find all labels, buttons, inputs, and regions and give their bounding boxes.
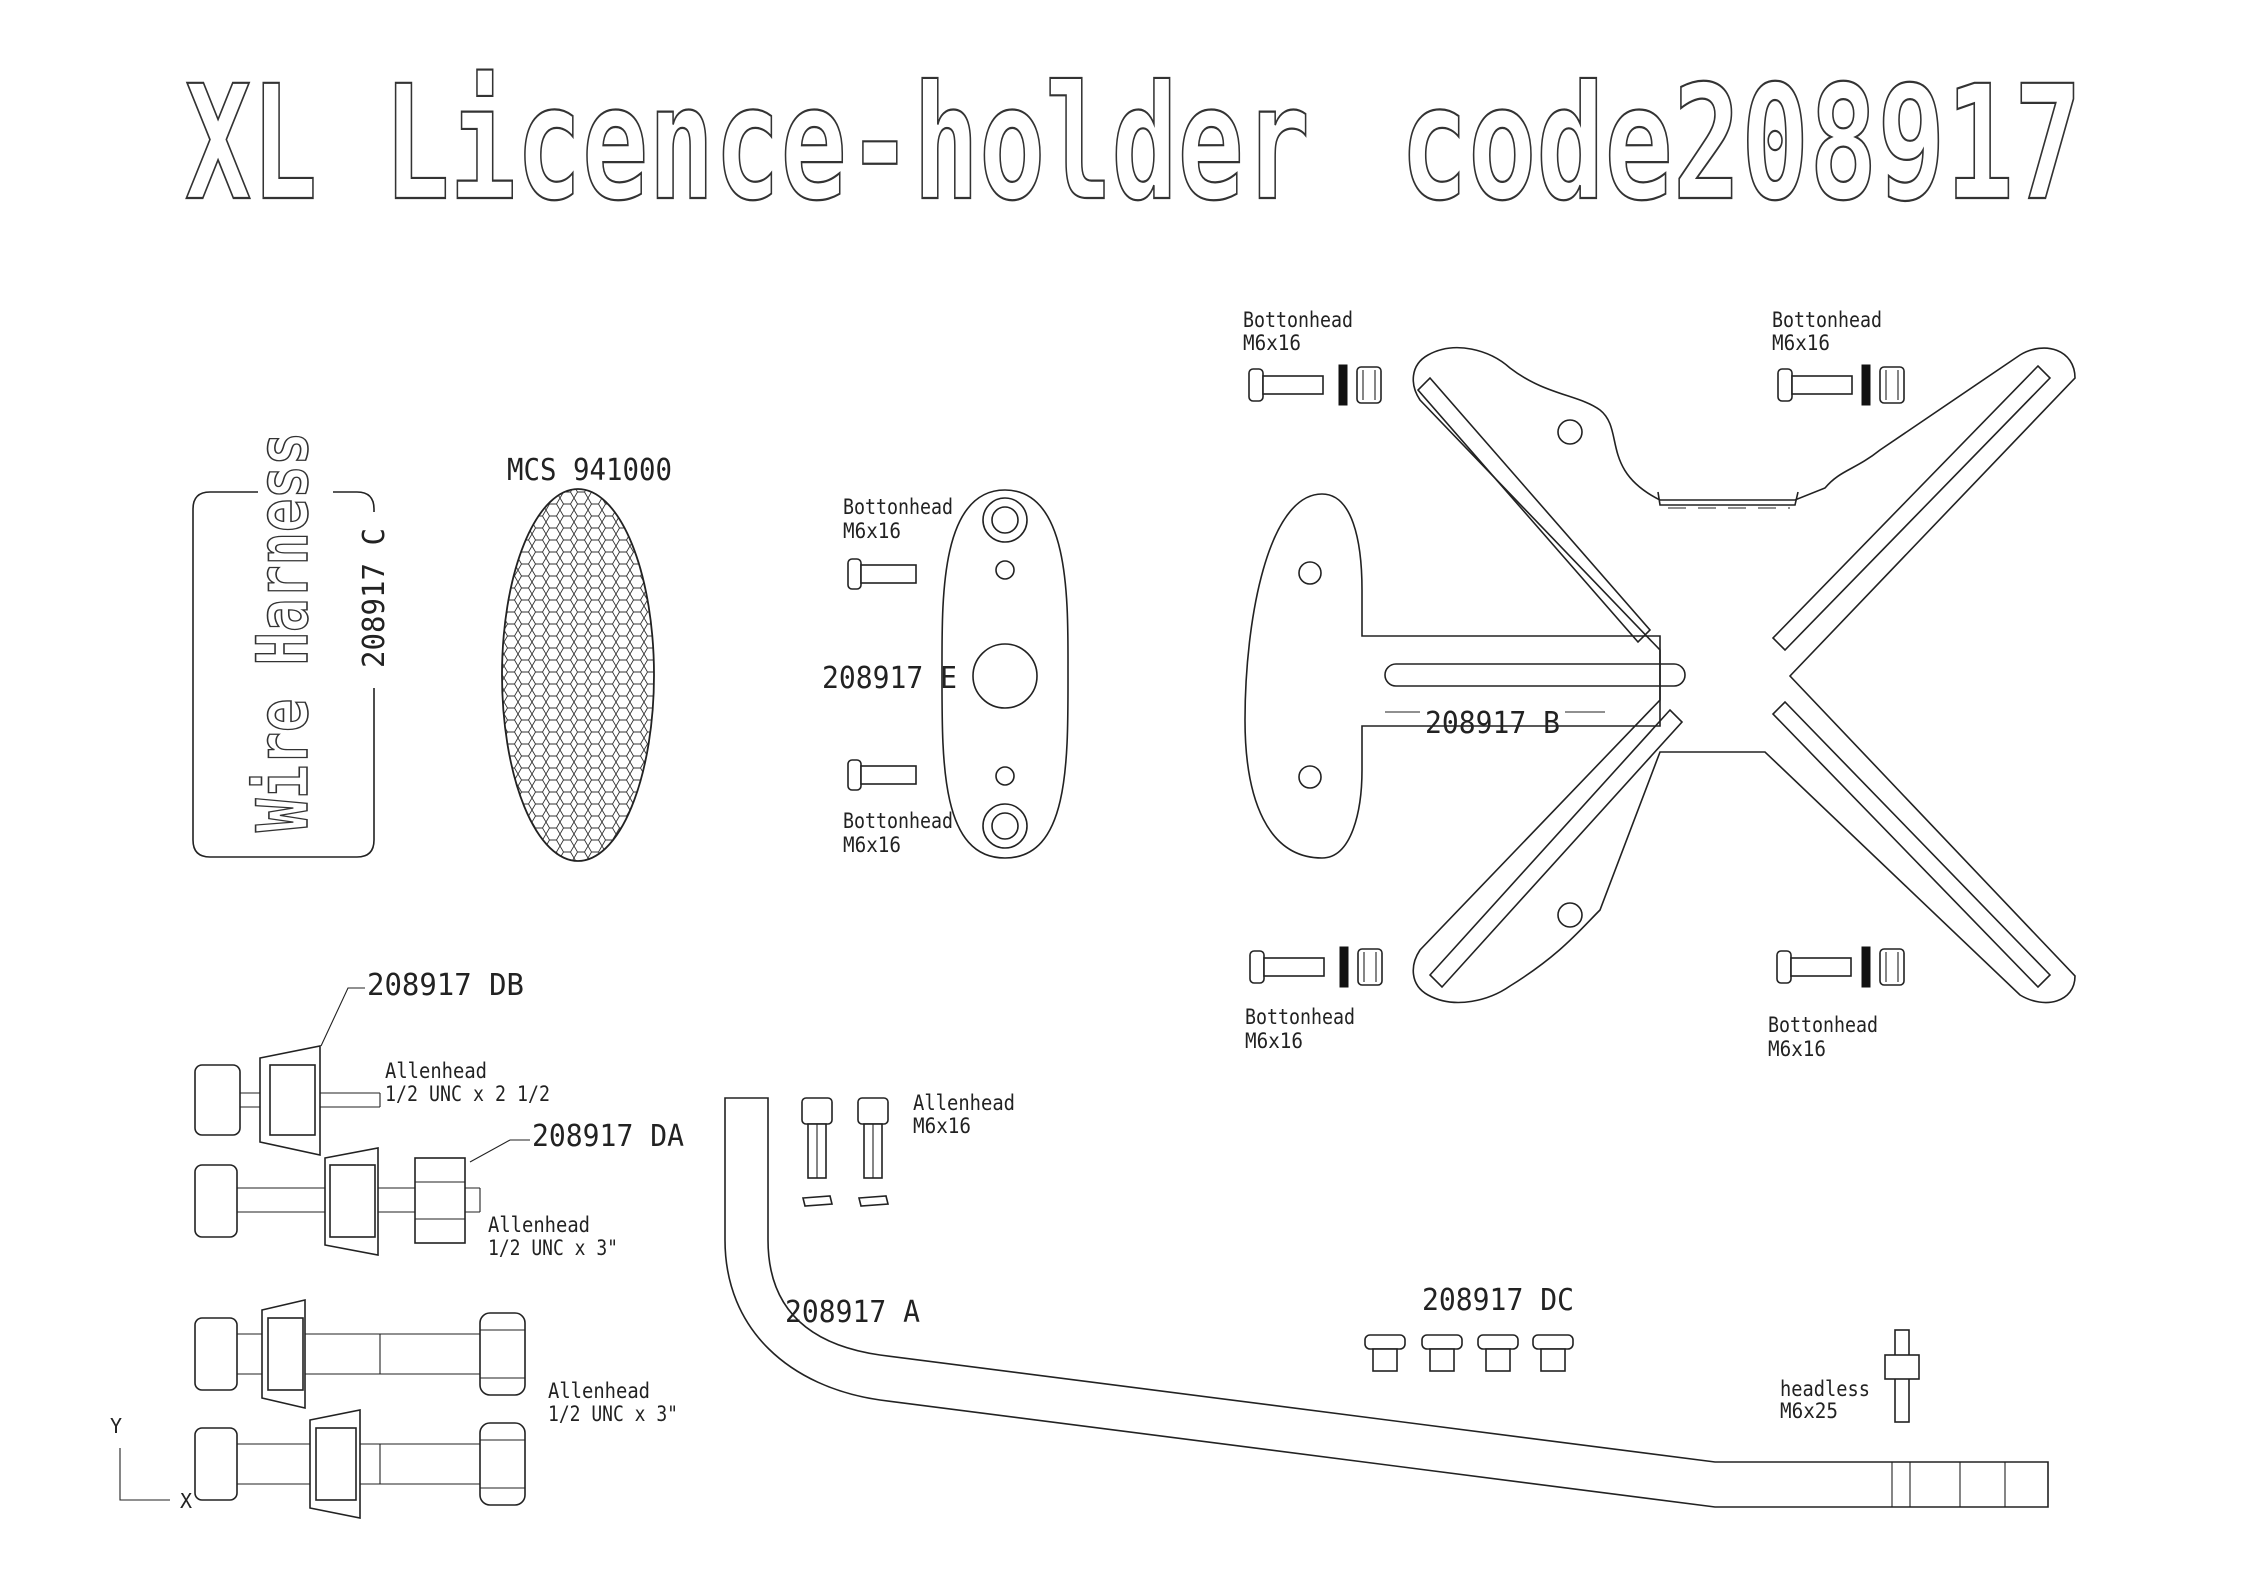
wire-harness-part: Wire Harness 208917 C (192, 431, 392, 858)
svg-text:1/2 UNC x 3": 1/2 UNC x 3" (488, 1236, 618, 1260)
reflector-part: MCS 941000 (501, 453, 672, 862)
axis-y-label: Y (110, 1414, 122, 1438)
svg-text:Bottonhead: Bottonhead (843, 495, 953, 519)
allen-bolt-pair: Allenhead 1/2 UNC x 3" (194, 1298, 678, 1519)
part-db-label: 208917 DB (367, 968, 524, 1003)
axis-indicator: Y X (110, 1414, 192, 1513)
part-a-label: 208917 A (785, 1295, 920, 1330)
b-bottom-left-bolt: Bottonhead M6x16 (1245, 946, 1383, 1053)
b-top-left-bolt: Bottonhead M6x16 (1243, 308, 1382, 406)
svg-text:Allenhead: Allenhead (913, 1091, 1015, 1115)
svg-text:M6x16: M6x16 (1772, 331, 1830, 355)
svg-text:Bottonhead: Bottonhead (1768, 1013, 1878, 1037)
e-top-bolt: Bottonhead M6x16 (843, 495, 953, 590)
part-a-bar: 208917 A (724, 1097, 2049, 1508)
svg-text:M6x16: M6x16 (913, 1114, 971, 1138)
svg-text:Bottonhead: Bottonhead (1243, 308, 1353, 332)
wire-harness-label: Wire Harness (242, 432, 324, 832)
part-da-label: 208917 DA (532, 1119, 684, 1154)
part-b-label: 208917 B (1425, 706, 1560, 741)
b-bottom-right-bolt: Bottonhead M6x16 (1768, 946, 1905, 1061)
svg-text:Allenhead: Allenhead (488, 1213, 590, 1237)
svg-text:M6x16: M6x16 (1243, 331, 1301, 355)
svg-text:1/2 UNC x 2 1/2: 1/2 UNC x 2 1/2 (385, 1082, 550, 1106)
part-c-label: 208917 C (357, 528, 392, 668)
svg-text:M6x16: M6x16 (843, 519, 901, 543)
svg-text:headless: headless (1780, 1377, 1870, 1401)
part-da-assembly: 208917 DA Allenhead 1/2 UNC x 3" (194, 1119, 684, 1260)
svg-text:Bottonhead: Bottonhead (1772, 308, 1882, 332)
title-code: code208917 (1400, 52, 2082, 236)
part-e-label: 208917 E (822, 661, 957, 696)
part-e-plate: 208917 E (822, 489, 1069, 859)
svg-text:Bottonhead: Bottonhead (843, 809, 953, 833)
headless-set-screw: headless M6x25 (1780, 1329, 1920, 1423)
allen-m6-bolts: Allenhead M6x16 (801, 1091, 1015, 1207)
svg-text:M6x16: M6x16 (1768, 1037, 1826, 1061)
part-dc-label: 208917 DC (1422, 1283, 1574, 1318)
svg-text:M6x16: M6x16 (843, 833, 901, 857)
e-bottom-bolt: Bottonhead M6x16 (843, 759, 953, 857)
title-main: XL Licence-holder (185, 52, 1310, 236)
part-b-bracket: 208917 B (1244, 346, 2076, 1004)
part-dc-nuts: 208917 DC (1364, 1283, 1574, 1372)
b-top-right-bolt: Bottonhead M6x16 (1772, 308, 1905, 406)
axis-x-label: X (180, 1489, 192, 1513)
part-db-assembly: 208917 DB Allenhead 1/2 UNC x 2 1/2 (194, 968, 550, 1156)
svg-text:M6x25: M6x25 (1780, 1399, 1838, 1423)
svg-text:M6x16: M6x16 (1245, 1029, 1303, 1053)
mcs-label: MCS 941000 (507, 453, 672, 488)
svg-text:Allenhead: Allenhead (548, 1379, 650, 1403)
svg-text:1/2 UNC x 3": 1/2 UNC x 3" (548, 1402, 678, 1426)
svg-text:Bottonhead: Bottonhead (1245, 1005, 1355, 1029)
svg-text:Allenhead: Allenhead (385, 1059, 487, 1083)
